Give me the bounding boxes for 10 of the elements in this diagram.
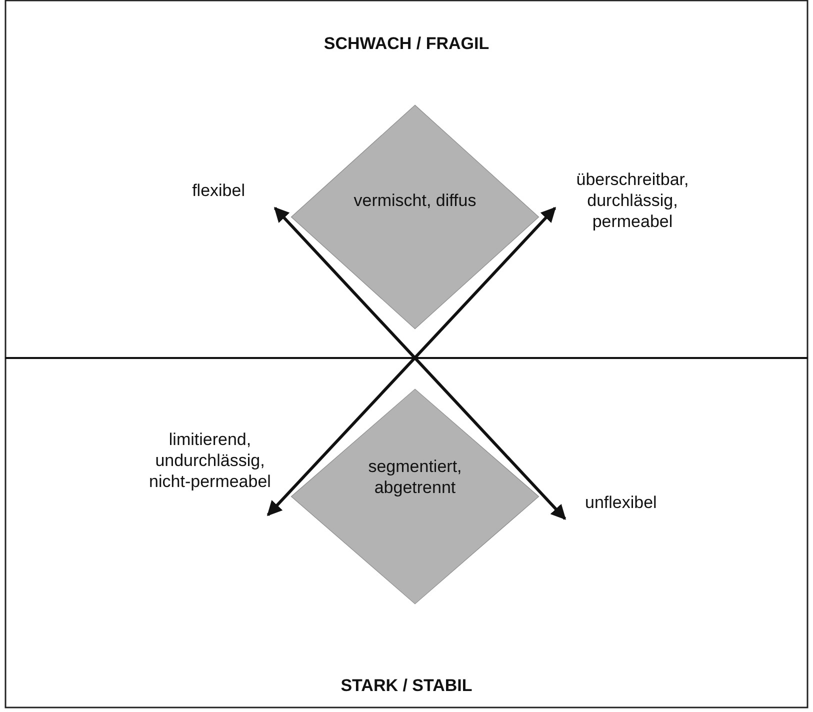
heading: STARK / STABIL	[340, 676, 474, 696]
node-text: segmentiert, abgetrennt	[367, 456, 463, 498]
diamond	[290, 104, 540, 330]
node-text: überschreitbar, durchlässig, permeabel	[575, 169, 690, 232]
diamond	[290, 388, 540, 605]
node-text: flexibel	[191, 180, 245, 201]
node-text: limitierend, undurchlässig, nicht-permeabel	[148, 429, 272, 492]
node-text: vermischt, diffus	[352, 190, 478, 211]
node-text: unflexibel	[585, 492, 658, 513]
heading: SCHWACH / FRAGIL	[322, 34, 490, 54]
